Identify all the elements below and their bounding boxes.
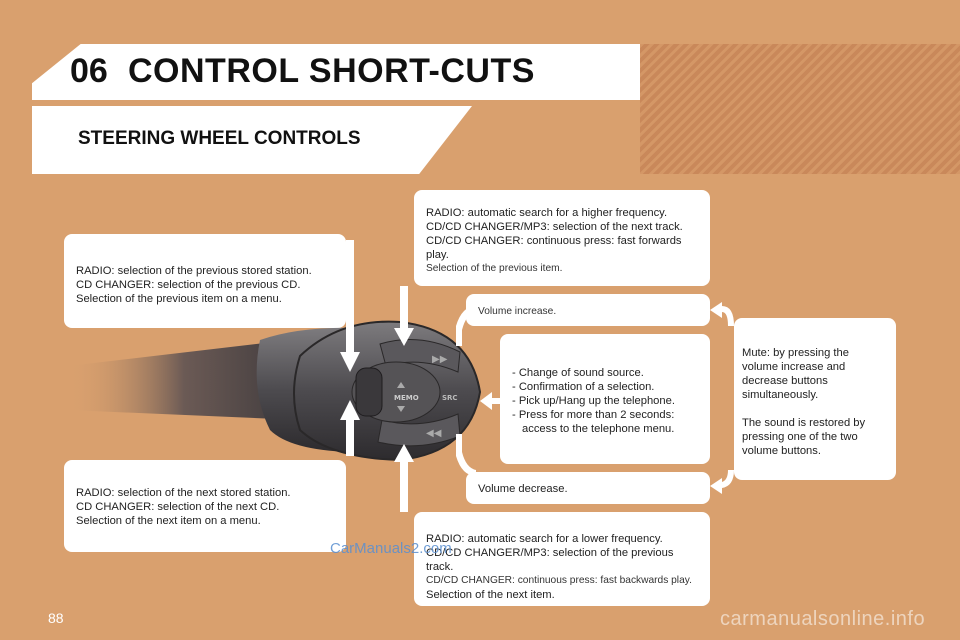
text-line: CD CHANGER: selection of the previous CD… [76,279,301,291]
text-line: RADIO: selection of the previous stored … [76,265,312,277]
volume-decrease-box: Volume decrease. [466,472,710,504]
text-line: Selection of the previous item on a menu… [76,293,282,305]
next-station-box: RADIO: selection of the next stored stat… [64,460,346,552]
mute-box: Mute: by pressing the volume increase an… [734,318,896,480]
text-line: RADIO: automatic search for a higher fre… [426,207,668,219]
src-label: SRC [442,394,458,402]
text-line: CD/CD CHANGER: continuous press: fast ba… [426,575,692,586]
chapter-number: 06 [70,52,108,90]
arrow-down-icon [394,328,414,346]
rewind-icon: ◀◀ [426,428,442,439]
hatched-decoration [640,44,960,174]
down-arrow-icon [397,406,405,412]
text-line: RADIO: automatic search for a lower freq… [426,533,663,545]
up-arrow-icon [397,382,405,388]
previous-station-box: RADIO: selection of the previous stored … [64,234,346,328]
arrow-left-icon [710,478,722,494]
watermark: CarManuals2.com [330,540,452,557]
arrow-up-icon [394,444,414,462]
text-line: Selection of the next item. [426,589,555,601]
volume-increase-label: Volume increase. [478,306,557,317]
mute-text: Mute: by pressing the volume increase an… [742,347,849,401]
text-line: Selection of the next item on a menu. [76,515,261,527]
callout-arrows [340,240,734,512]
page-number: 88 [48,610,64,626]
arrow-shaft [346,240,354,360]
text-line: Selection of the previous item. [426,263,563,274]
source-button-box: Change of sound source. Confirmation of … [500,334,710,464]
higher-frequency-box: RADIO: automatic search for a higher fre… [414,190,710,286]
text-line: RADIO: selection of the next stored stat… [76,487,291,499]
list-item: Press for more than 2 seconds: access to… [512,408,700,436]
arrow-left-icon [480,392,492,410]
arrow-down-icon [340,352,360,372]
watermark: carmanualsonline.info [720,608,926,630]
page-title: CONTROL SHORT-CUTS [128,52,535,90]
subtitle-band [32,106,472,174]
thumbwheel [355,367,383,417]
text-line: CD/CD CHANGER/MP3: selection of the prev… [426,547,674,573]
lower-frequency-box: RADIO: automatic search for a lower freq… [414,512,710,606]
text-line: CD/CD CHANGER/MP3: selection of the next… [426,221,683,233]
arrow-up-icon [340,400,360,420]
text-line: CD CHANGER: selection of the next CD. [76,501,280,513]
restore-text: The sound is restored by pressing one of… [742,417,866,457]
title-band [32,44,640,100]
list-item: Pick up/Hang up the telephone. [512,394,700,408]
list-item: Change of sound source. [512,366,700,380]
column-stalk [68,340,300,420]
text-line: CD/CD CHANGER: continuous press: fast fo… [426,235,682,261]
memo-label: MEMO [394,394,419,402]
arrow-left-icon [710,302,722,318]
volume-increase-box: Volume increase. [466,294,710,326]
list-item: Confirmation of a selection. [512,380,700,394]
section-subtitle: STEERING WHEEL CONTROLS [78,128,361,149]
volume-decrease-label: Volume decrease. [478,483,568,495]
forward-icon: ▶▶ [432,354,448,365]
